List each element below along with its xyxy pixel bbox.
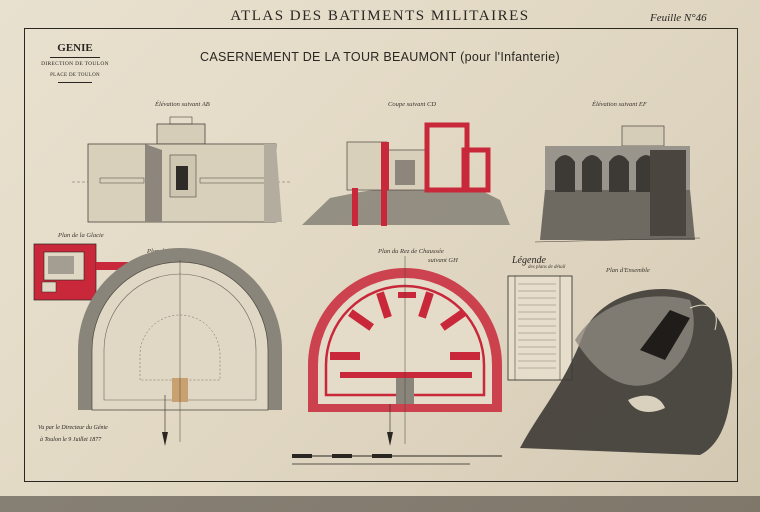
caption-elevation-ef: Élévation suivant EF — [592, 101, 647, 108]
scale-bar — [292, 454, 502, 465]
cartouche-rule — [58, 82, 92, 83]
caption-elevation-ab: Élévation suivant AB — [155, 101, 210, 108]
signature-line-1: Vu par le Directeur du Génie — [38, 425, 108, 431]
caption-coupe-cd: Coupe suivant CD — [388, 101, 437, 108]
main-title: CASERNEMENT DE LA TOUR BEAUMONT (pour l'… — [200, 50, 560, 64]
caption-plan-rez: Plan du Rez de Chaussée — [378, 248, 444, 255]
cartouche-place: PLACE DE TOULON — [50, 73, 100, 78]
plan-ensemble-drawing — [520, 289, 733, 455]
caption-plan-rez-sub: suivant GH — [428, 257, 458, 264]
cartouche-rule — [50, 57, 100, 58]
plan-rez-drawing — [308, 256, 502, 446]
elevation-ef-drawing — [534, 125, 701, 243]
cartouche-corps: GENIE — [57, 42, 93, 54]
drawing-frame — [24, 28, 738, 482]
plan-glacis-drawing — [33, 243, 128, 301]
sheet-number: Feuille N°46 — [650, 12, 707, 24]
caption-plan-ensemble: Plan d'Ensemble — [606, 267, 650, 274]
caption-plan-glacis: Plan de la Glacie — [58, 232, 104, 239]
plan-terrasse-drawing — [78, 248, 282, 446]
legend-title: Légende — [512, 255, 546, 266]
coupe-cd-drawing — [302, 122, 510, 226]
signature-line-2: à Toulon le 9 Juillet 1877 — [40, 437, 102, 443]
elevation-ab-drawing — [72, 116, 290, 223]
legend-table — [507, 275, 573, 381]
cartouche-direction: DIRECTION DE TOULON — [41, 61, 109, 67]
legend-subtitle: des plans de détail — [528, 265, 566, 270]
sheet-edge-shadow — [0, 496, 760, 512]
atlas-title: ATLAS DES BATIMENTS MILITAIRES — [230, 8, 530, 24]
